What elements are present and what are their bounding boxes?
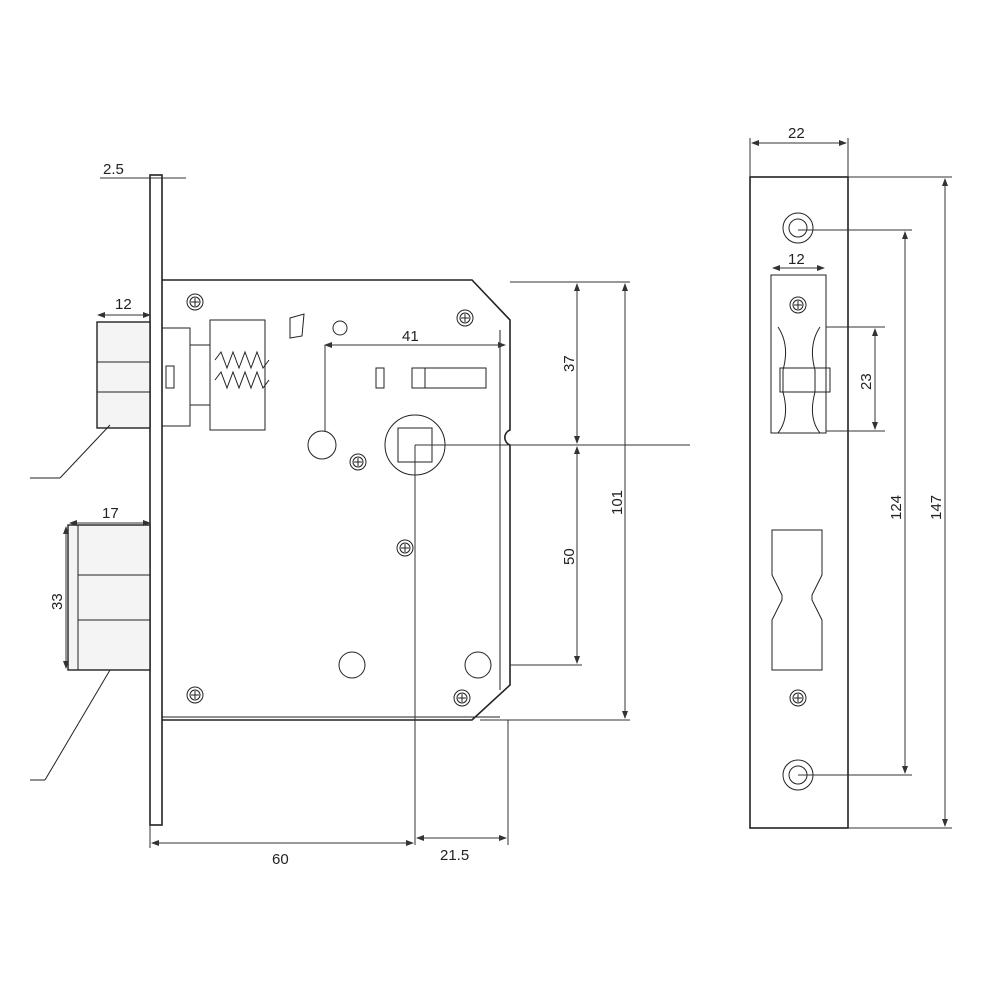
dim-deadbolt-height: 33 <box>49 593 66 610</box>
lock-body <box>162 279 511 721</box>
latch-cutout <box>770 274 831 434</box>
dim-faceplate-width: 22 <box>788 125 805 142</box>
dim-spindle-to-back: 21.5 <box>440 847 469 864</box>
dim-latch-width: 12 <box>115 296 132 313</box>
dim-body-height: 101 <box>609 490 626 515</box>
cylinder-hole <box>307 430 337 460</box>
dim-screw-centers: 124 <box>888 495 905 520</box>
latch-bolt <box>96 319 270 431</box>
dim-faceplate-thickness: 2.5 <box>103 161 124 178</box>
dim-cam-distance: 41 <box>402 328 419 345</box>
dim-deadbolt-projection: 17 <box>102 505 119 522</box>
side-faceplate <box>749 176 849 829</box>
side-view: 22 12 23 124 147 <box>749 125 952 829</box>
deadbolt <box>67 524 151 671</box>
faceplate <box>149 174 163 826</box>
dim-spindle-to-bottom: 50 <box>561 548 578 565</box>
dim-backset: 60 <box>272 851 289 868</box>
dim-latch-height: 23 <box>858 373 875 390</box>
deadbolt-cutout <box>771 529 823 707</box>
dim-side-latch-width: 12 <box>788 251 805 268</box>
screw-icon <box>186 293 474 707</box>
front-view: 2.5 12 17 33 41 37 50 101 60 21.5 <box>30 161 690 868</box>
dim-top-to-spindle: 37 <box>561 355 578 372</box>
dim-faceplate-length: 147 <box>928 495 945 520</box>
